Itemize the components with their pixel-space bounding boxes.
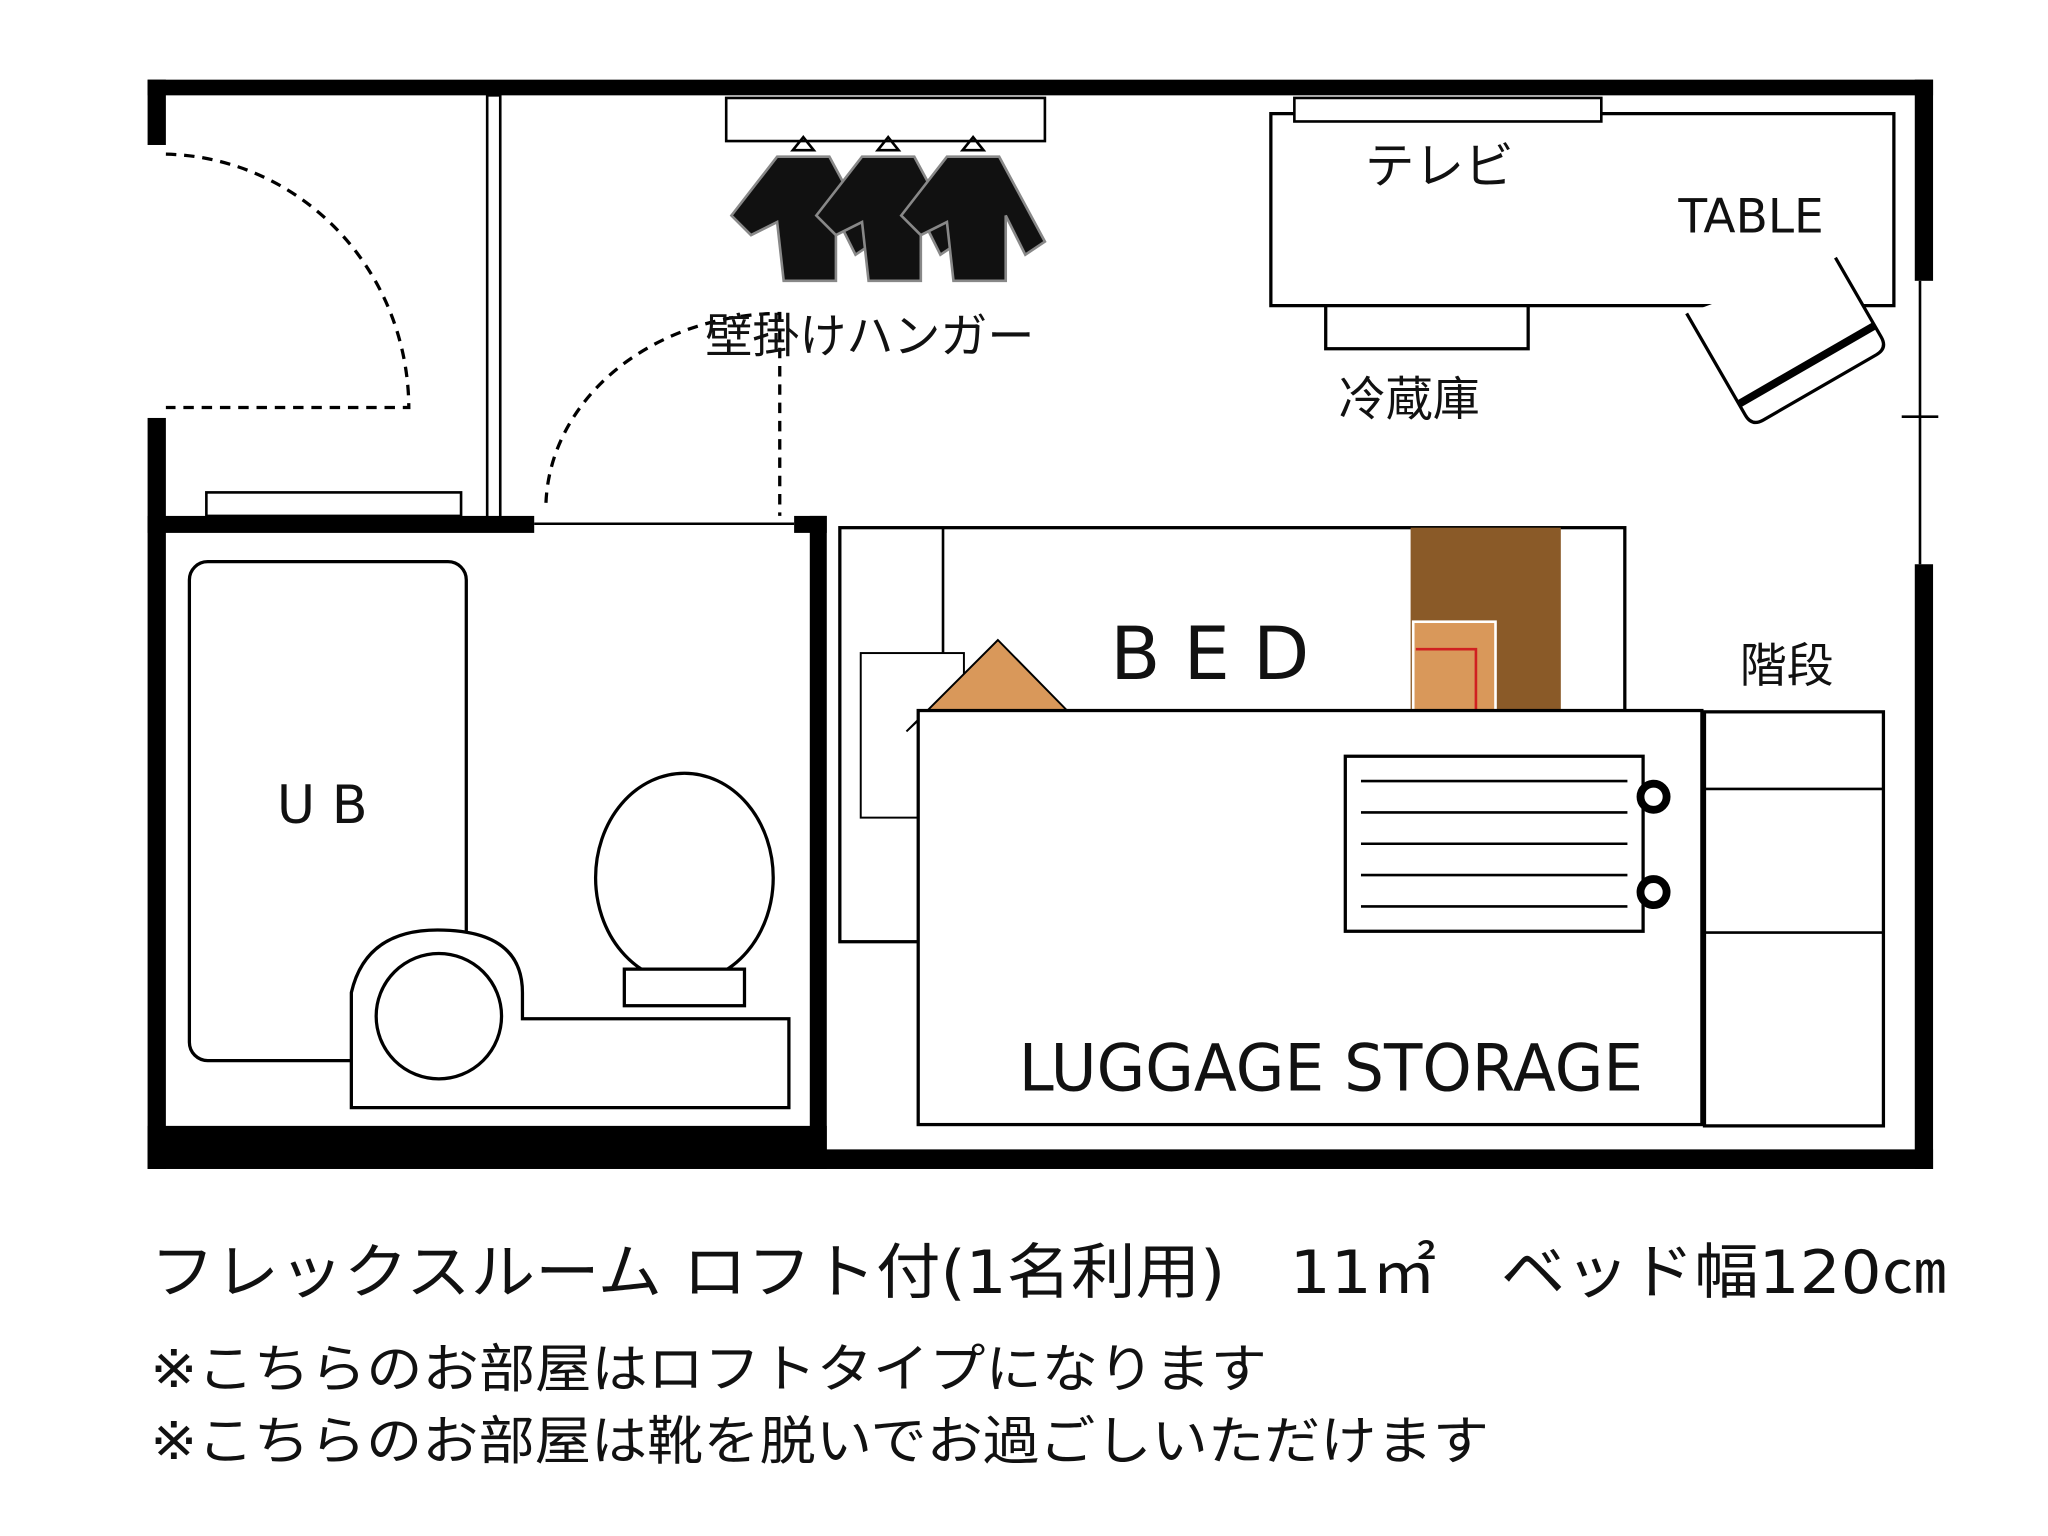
tv-label: テレビ <box>1365 137 1514 195</box>
bed-label: B E D <box>1110 612 1309 697</box>
chair <box>1685 256 1886 425</box>
luggage-label: LUGGAGE STORAGE <box>1019 1031 1643 1107</box>
heater-icon <box>1343 754 1671 933</box>
table-label: TABLE <box>1677 189 1823 244</box>
hanger-label: 壁掛けハンガー <box>705 310 1034 365</box>
entrance-door-swing <box>165 152 411 410</box>
fridge-label: 冷蔵庫 <box>1339 372 1480 427</box>
stairs-label: 階段 <box>1740 639 1834 694</box>
table <box>1269 111 1896 308</box>
toilet-tank <box>622 967 747 1008</box>
bathroom-door-swing <box>544 311 782 516</box>
stairs <box>1702 710 1886 1128</box>
unit-bath-label: U B <box>277 776 368 836</box>
box-light <box>1411 620 1497 714</box>
sink-basin <box>374 951 504 1081</box>
fridge <box>1324 303 1530 351</box>
room-title: フレックスルーム ロフト付(1名利用) 11㎡ ベッド幅120㎝ <box>150 1238 1946 1308</box>
hanger-rail <box>724 96 1047 143</box>
shoe-shelf <box>205 491 463 518</box>
note-shoes: ※こちらのお部屋は靴を脱いでお過ごしいただけます <box>150 1412 1489 1472</box>
clothes-icon <box>729 135 1047 283</box>
closet-partition <box>485 94 502 519</box>
toilet-bowl <box>593 771 775 984</box>
walls <box>147 79 1934 1169</box>
tv <box>1293 96 1603 123</box>
note-loft: ※こちらのお部屋はロフトタイプになります <box>150 1340 1267 1400</box>
